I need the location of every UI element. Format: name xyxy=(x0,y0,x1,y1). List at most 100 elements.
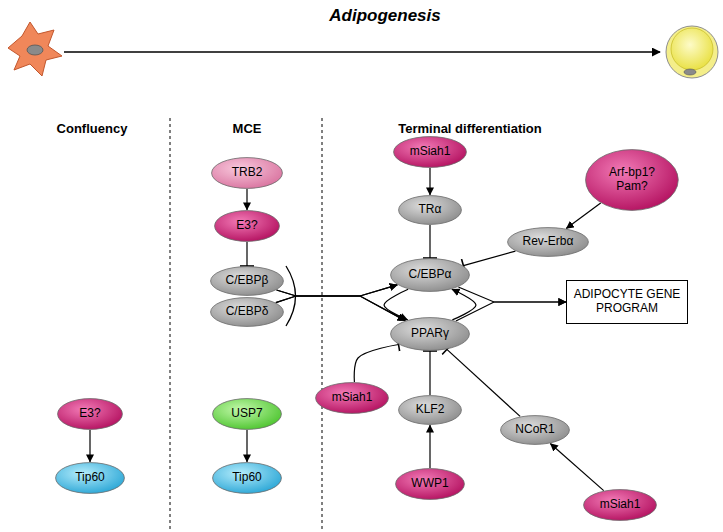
factor-oval: TRα xyxy=(398,195,462,225)
activation-arrow xyxy=(246,430,247,462)
node-text: Tip60 xyxy=(232,471,262,485)
node-text: Rev-Erbα xyxy=(523,235,574,249)
activation-arrow xyxy=(458,287,566,302)
factor-oval: C/EBPβ xyxy=(210,266,284,296)
oval-outline xyxy=(391,259,470,292)
phase-divider xyxy=(170,118,171,530)
node-label: KLF2 xyxy=(416,403,445,417)
inhibition-line xyxy=(429,225,430,258)
oval-outline xyxy=(508,228,589,257)
progression-arrow xyxy=(64,51,660,52)
oval-outline xyxy=(213,399,282,430)
node-label: mSiah1 xyxy=(332,391,373,405)
lipid-droplet xyxy=(671,28,713,70)
node-text: Tip60 xyxy=(75,471,105,485)
node-text: NCoR1 xyxy=(515,423,554,437)
activation-arrow xyxy=(246,189,247,210)
node-label: E3? xyxy=(79,407,100,421)
node-text: PPARγ xyxy=(411,327,449,341)
phase-divider xyxy=(322,118,323,530)
factor-oval: Rev-Erbα xyxy=(507,227,589,257)
node-label: C/EBPα xyxy=(409,268,452,282)
activation-arrow xyxy=(429,168,430,195)
deubiquitinase-oval: USP7 xyxy=(212,398,282,430)
node-label: TRα xyxy=(419,203,442,217)
factor-oval: C/EBPδ xyxy=(210,297,284,327)
activation-arrow xyxy=(277,290,406,321)
acetylase-oval: Tip60 xyxy=(55,462,125,494)
node-label: WWP1 xyxy=(411,477,448,491)
diagram-title: Adipogenesis xyxy=(329,6,440,26)
node-label: mSiah1 xyxy=(410,145,451,159)
acetylase-oval: Tip60 xyxy=(212,462,282,494)
phase-label: Terminal differentiation xyxy=(398,121,542,136)
inhibition-line xyxy=(429,351,430,395)
node-label: E3? xyxy=(236,219,257,233)
ligase-oval: mSiah1 xyxy=(315,382,389,414)
inhibition-line xyxy=(463,251,515,266)
oval-outline xyxy=(213,463,282,494)
ligase-oval: Arf-bp1? Pam? xyxy=(585,149,679,211)
node-text: WWP1 xyxy=(411,477,448,491)
node-text: C/EBPβ xyxy=(226,274,269,288)
ligase-oval: WWP1 xyxy=(395,468,465,500)
ligase-oval: E3? xyxy=(214,210,280,242)
node-label: Arf-bp1? Pam? xyxy=(601,166,663,194)
factor-oval: KLF2 xyxy=(398,395,462,425)
activation-arrow xyxy=(276,285,398,303)
oval-outline xyxy=(56,463,125,494)
cell-nucleus xyxy=(27,45,43,55)
activation-arrow xyxy=(566,203,600,228)
node-label: Rev-Erbα xyxy=(523,235,574,249)
node-text: mSiah1 xyxy=(332,391,373,405)
oval-outline xyxy=(394,137,467,168)
oval-outline xyxy=(399,196,462,225)
node-text: mSiah1 xyxy=(600,498,641,512)
oval-outline xyxy=(396,469,465,500)
node-label: C/EBPβ xyxy=(226,274,269,288)
oval-outline xyxy=(586,150,679,211)
oval-outline xyxy=(211,267,284,296)
oval-outline xyxy=(58,399,123,430)
phase-label: Confluency xyxy=(57,121,128,136)
oval-outline xyxy=(215,211,280,242)
node-text: C/EBPδ xyxy=(226,305,269,319)
node-label: USP7 xyxy=(231,407,262,421)
oval-outline xyxy=(501,416,570,445)
program-box: ADIPOCYTE GENE PROGRAM xyxy=(566,280,688,324)
oval-outline xyxy=(316,383,389,414)
activation-arrow xyxy=(384,289,408,320)
factor-oval: PPARγ xyxy=(390,317,470,351)
node-text: Arf-bp1? Pam? xyxy=(601,166,663,194)
node-label: PPARγ xyxy=(411,327,449,341)
oval-outline xyxy=(212,158,283,189)
node-text: E3? xyxy=(79,407,100,421)
ligase-oval: E3? xyxy=(57,398,123,430)
oval-outline xyxy=(211,298,284,327)
node-text: C/EBPα xyxy=(409,268,452,282)
activation-arrow xyxy=(550,443,603,490)
activation-arrow xyxy=(429,425,430,468)
fibroblast-cell xyxy=(8,22,62,76)
node-text: TRα xyxy=(419,203,442,217)
activation-arrow xyxy=(456,302,566,321)
node-label: ADIPOCYTE GENE PROGRAM xyxy=(573,288,681,316)
cell-nucleus xyxy=(684,69,696,75)
factor-oval: NCoR1 xyxy=(500,415,570,445)
oval-outline xyxy=(391,318,470,351)
node-text: mSiah1 xyxy=(410,145,451,159)
regulator-oval: TRB2 xyxy=(211,157,283,189)
factor-oval: C/EBPα xyxy=(390,258,470,292)
ligase-oval: mSiah1 xyxy=(393,136,467,168)
phase-label: MCE xyxy=(233,121,262,136)
inhibition-line xyxy=(246,242,247,266)
node-label: C/EBPδ xyxy=(226,305,269,319)
box-outline xyxy=(567,281,688,324)
node-label: TRB2 xyxy=(232,166,263,180)
node-text: USP7 xyxy=(231,407,262,421)
node-text: KLF2 xyxy=(416,403,445,417)
ligase-oval: mSiah1 xyxy=(583,489,657,521)
node-text: ADIPOCYTE GENE PROGRAM xyxy=(573,288,681,316)
